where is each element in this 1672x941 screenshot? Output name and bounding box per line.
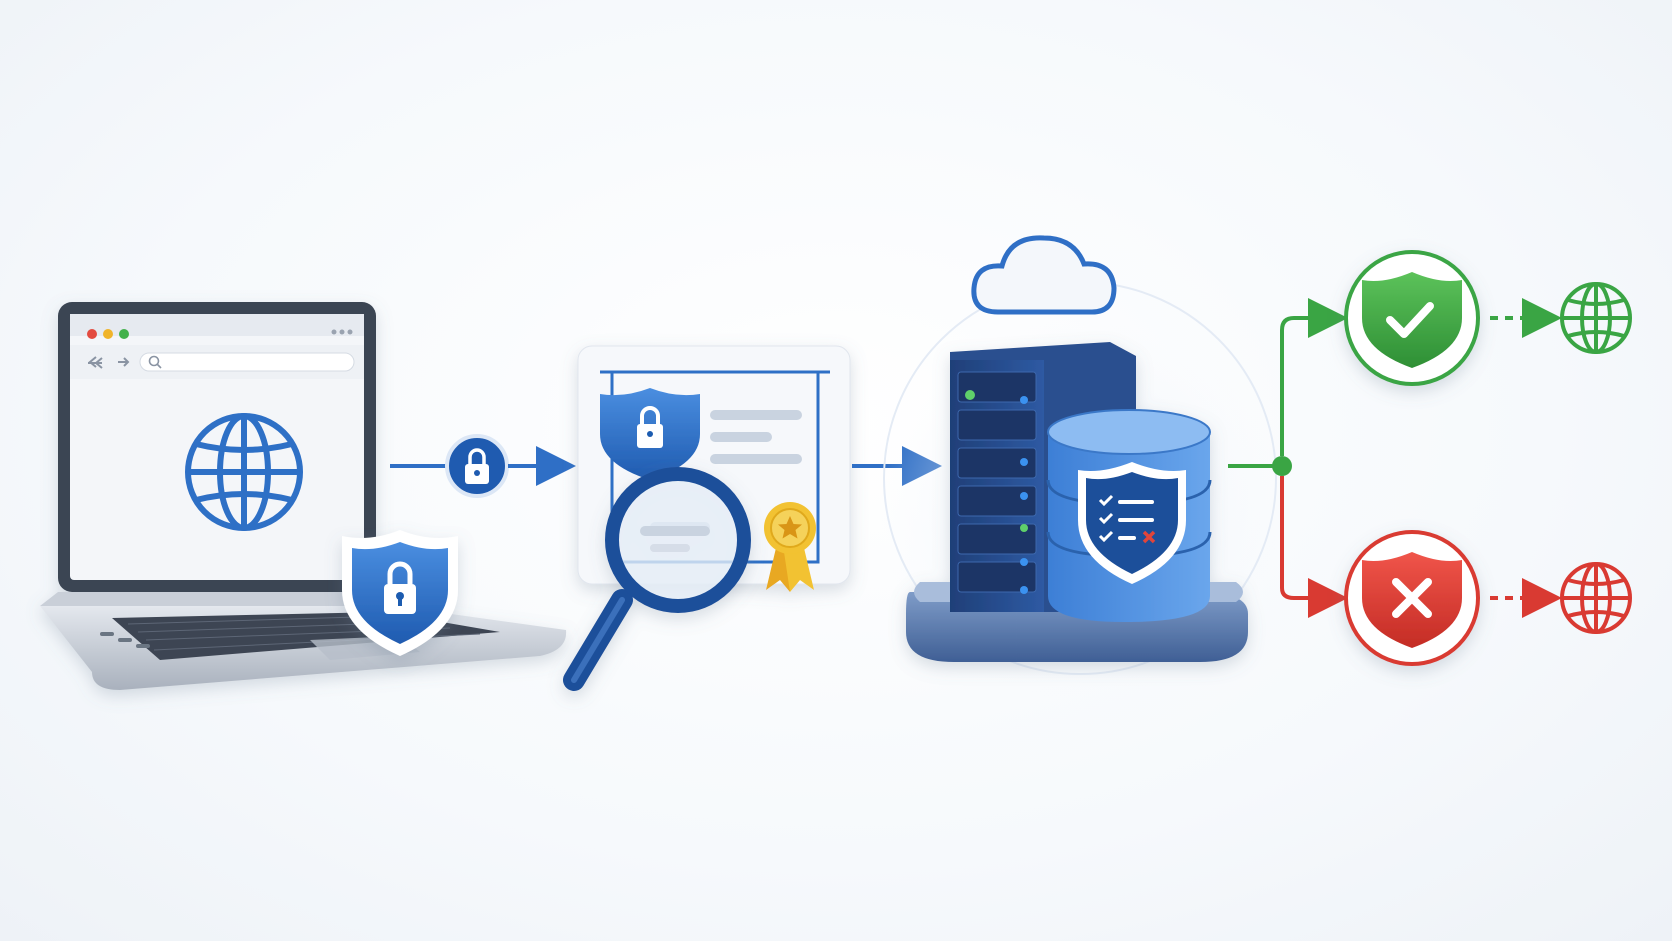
lock-shield-icon bbox=[342, 530, 458, 656]
globe-icon bbox=[185, 413, 303, 531]
server-database-icon bbox=[906, 342, 1248, 662]
branch-node bbox=[1272, 456, 1292, 476]
cloud-icon bbox=[971, 235, 1117, 315]
globe-icon bbox=[1560, 282, 1632, 354]
lock-icon bbox=[445, 434, 509, 498]
x-shield-icon bbox=[1344, 530, 1480, 666]
globe-icon bbox=[1560, 562, 1632, 634]
check-shield-icon bbox=[1344, 250, 1480, 386]
checklist-shield-icon bbox=[1078, 462, 1186, 584]
laptop-browser-icon bbox=[40, 302, 567, 690]
magnifier-icon bbox=[563, 467, 751, 691]
award-seal-icon bbox=[764, 502, 816, 592]
allow-connector bbox=[1280, 298, 1348, 456]
block-connector bbox=[1280, 476, 1348, 618]
